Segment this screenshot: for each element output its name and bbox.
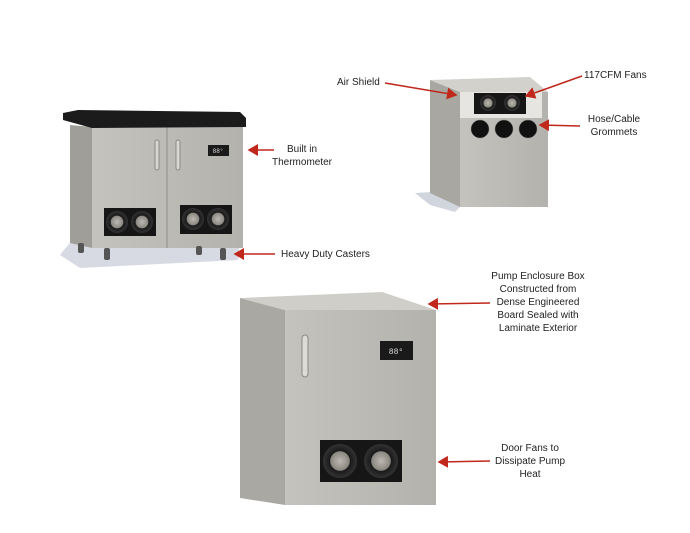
arrow-grommets bbox=[538, 119, 581, 132]
svg-text:88°: 88° bbox=[213, 148, 224, 155]
thermometer-display: 88° bbox=[208, 145, 229, 156]
label-door-fans: Door Fans to Dissipate Pump Heat bbox=[490, 442, 570, 481]
label-line: Grommets bbox=[590, 127, 638, 138]
label-air-shield: Air Shield bbox=[337, 77, 380, 88]
label-thermometer: Built in Thermometer bbox=[270, 143, 334, 169]
arrow-enclosure bbox=[427, 297, 491, 310]
callout-arrows bbox=[233, 75, 583, 468]
arrow-air-shield bbox=[384, 82, 458, 100]
caster-wheels bbox=[78, 243, 226, 260]
label-line: Heat bbox=[519, 469, 541, 480]
label-line: Constructed from bbox=[499, 284, 577, 295]
label-line: Board Sealed with bbox=[497, 310, 579, 321]
cart-cabinet: 88° bbox=[60, 110, 246, 268]
label-enclosure: Pump Enclosure Box Constructed from Dens… bbox=[488, 270, 588, 335]
label-line: Dense Engineered bbox=[496, 297, 580, 308]
label-fans: 117CFM Fans bbox=[584, 70, 647, 81]
label-line: Built in bbox=[286, 144, 317, 155]
label-casters: Heavy Duty Casters bbox=[281, 249, 370, 260]
label-line: Door Fans to bbox=[501, 443, 559, 454]
grommets bbox=[470, 119, 538, 139]
small-fan-cabinet bbox=[415, 77, 548, 212]
svg-text:88°: 88° bbox=[389, 348, 403, 357]
label-line: Hose/Cable bbox=[587, 114, 641, 125]
thermometer-display-large: 88° bbox=[380, 341, 413, 360]
label-line: Thermometer bbox=[271, 157, 332, 168]
label-line: Dissipate Pump bbox=[494, 456, 566, 467]
label-line: Laminate Exterior bbox=[498, 323, 578, 334]
arrow-door-fans bbox=[437, 455, 491, 468]
label-grommets: Hose/Cable Grommets bbox=[584, 113, 644, 139]
arrow-fans bbox=[524, 75, 583, 99]
label-line: Pump Enclosure Box bbox=[491, 271, 585, 282]
pump-enclosure: 88° bbox=[240, 292, 436, 505]
